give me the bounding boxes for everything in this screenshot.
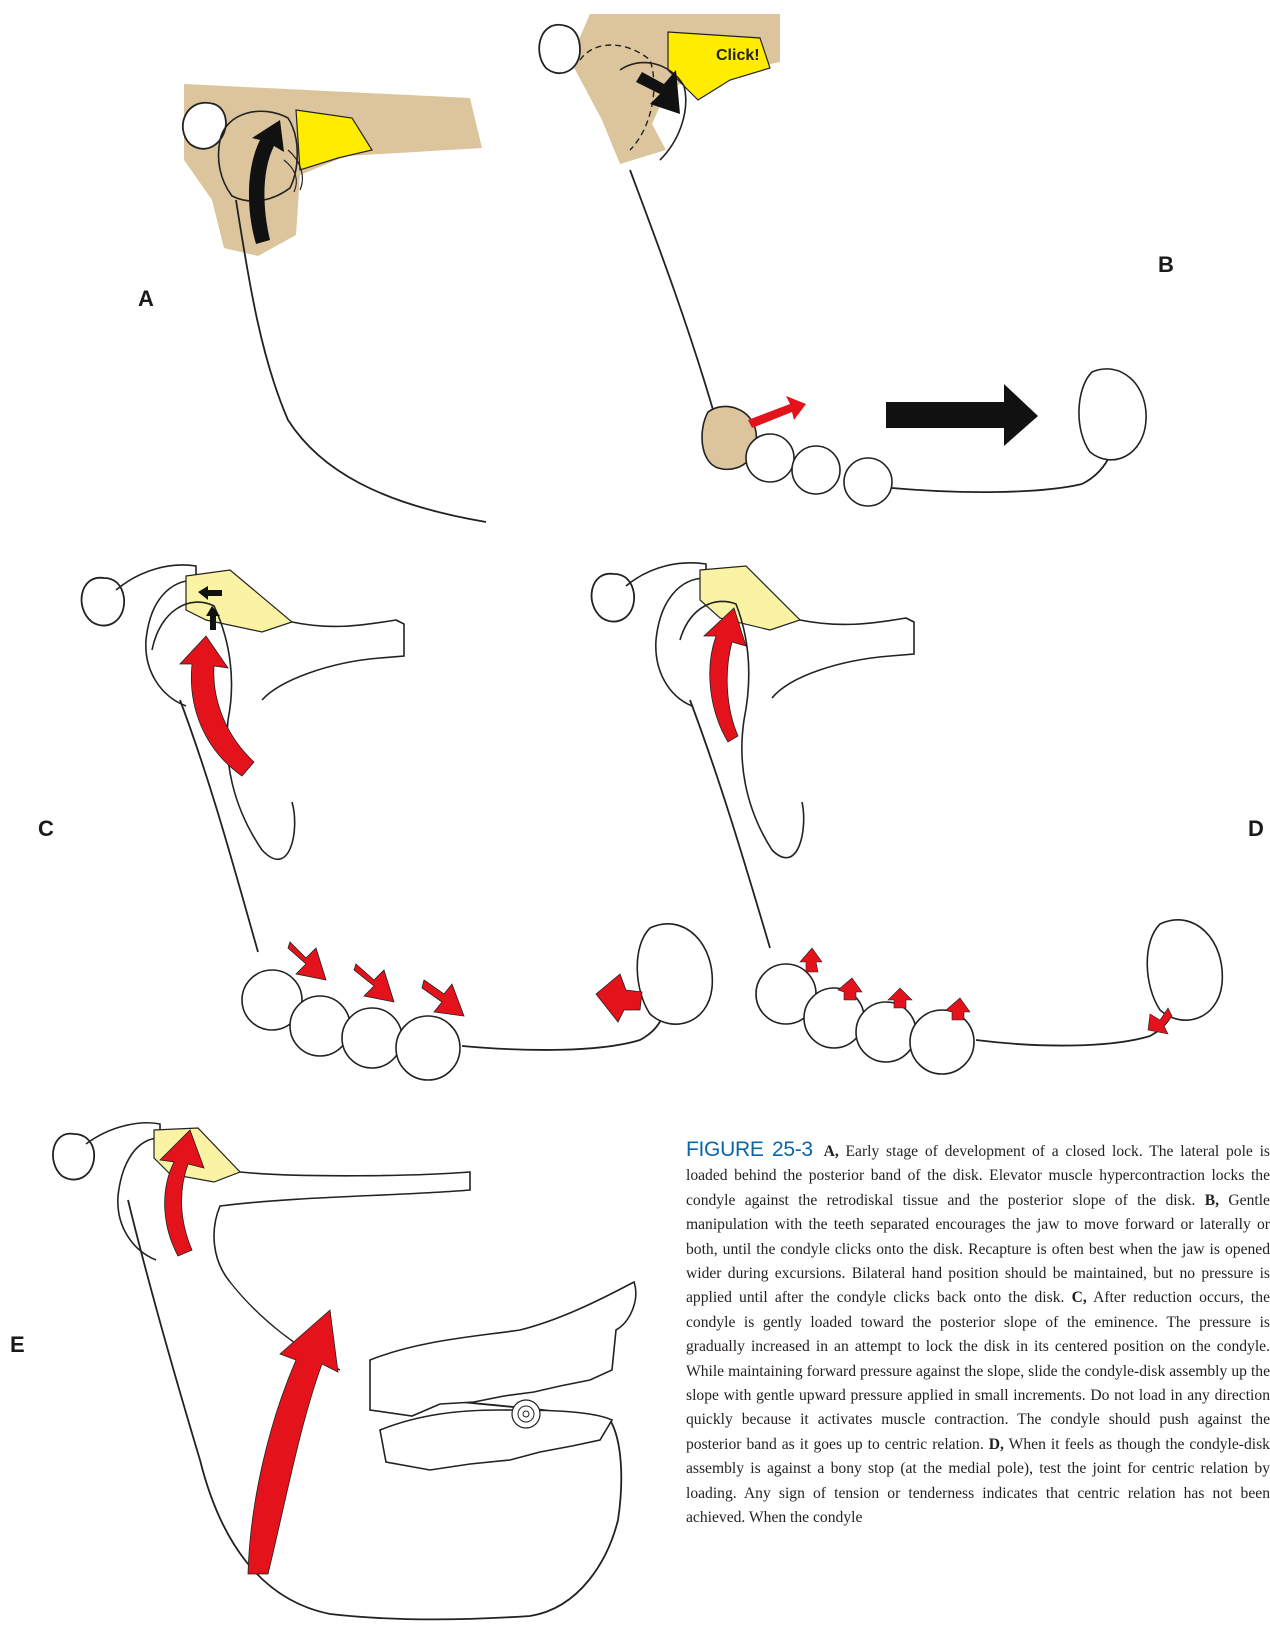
panel-d-red-arrow: [704, 608, 746, 742]
panel-b-tooth: [844, 458, 892, 506]
panel-a-drawing: [183, 84, 486, 522]
caption-part-b-label: B,: [1205, 1192, 1219, 1209]
panel-b-mastoid: [539, 25, 580, 73]
panel-label-b: B: [1158, 252, 1174, 278]
panel-c-tooth: [342, 1008, 402, 1068]
panel-c-red-arrow: [180, 636, 254, 776]
panel-label-e: E: [10, 1332, 25, 1358]
panel-label-a: A: [138, 286, 154, 312]
panel-d-eminence: [772, 618, 914, 698]
panel-d-red-arrow: [800, 948, 822, 972]
panel-c-mastoid: [82, 578, 125, 626]
figure-number: FIGURE 25-3: [686, 1138, 813, 1161]
caption-part-d-label: D,: [989, 1436, 1004, 1453]
panel-e-zygomatic-arch: [214, 1172, 470, 1282]
panel-c-eminence: [262, 620, 404, 700]
panel-b-click-label: Click!: [716, 47, 760, 64]
panel-d-fossa: [626, 563, 706, 706]
caption-part-c-label: C,: [1072, 1289, 1087, 1306]
panel-b-black-forward-arrow: [886, 384, 1038, 446]
panel-a-bone-shading: [184, 84, 482, 256]
panel-b-ramus: [630, 170, 716, 420]
panel-d-tooth: [856, 1002, 916, 1062]
panel-e-lower-teeth: [380, 1410, 612, 1470]
figure-caption: FIGURE 25-3 A, Early stage of developmen…: [686, 1138, 1270, 1650]
panel-b-red-arrow: [748, 396, 806, 428]
panel-e-drawing: [53, 1123, 636, 1620]
panel-d-incisor: [1147, 920, 1222, 1020]
panel-e-upper-teeth: [370, 1282, 636, 1416]
panel-b-disk: [668, 32, 770, 100]
panel-b-drawing: Click!: [539, 14, 1146, 506]
panel-b-incisor: [1079, 369, 1146, 460]
caption-part-a-label: A,: [824, 1143, 839, 1160]
panel-label-d: D: [1248, 816, 1264, 842]
panel-c-red-arrow: [354, 964, 394, 1002]
panel-c-incisor: [637, 924, 712, 1024]
panel-d-mastoid: [592, 574, 635, 622]
panel-c-red-arrow: [422, 980, 464, 1016]
panel-c-tooth: [290, 996, 350, 1056]
panel-d-jaw-line: [976, 986, 1175, 1046]
caption-part-c-text: After reduction occurs, the condyle is g…: [686, 1289, 1270, 1452]
panel-e-spiral-mark: [512, 1400, 540, 1428]
panel-e-fossa: [86, 1123, 160, 1260]
panel-c-red-arrow: [288, 942, 326, 980]
panel-c-tooth: [396, 1016, 460, 1080]
panel-d-disk: [700, 566, 800, 630]
panel-e-mastoid: [53, 1134, 94, 1180]
panel-e-red-arrow-jaw: [248, 1310, 338, 1574]
panel-c-red-arrow: [596, 974, 642, 1022]
panel-label-c: C: [38, 816, 54, 842]
panel-b-tooth: [792, 446, 840, 494]
panel-c-disk: [186, 570, 292, 632]
panel-b-tooth: [746, 434, 794, 482]
panel-a-ramus: [236, 200, 486, 522]
panel-c-drawing: [82, 565, 713, 1080]
panel-d-tooth: [910, 1010, 974, 1074]
